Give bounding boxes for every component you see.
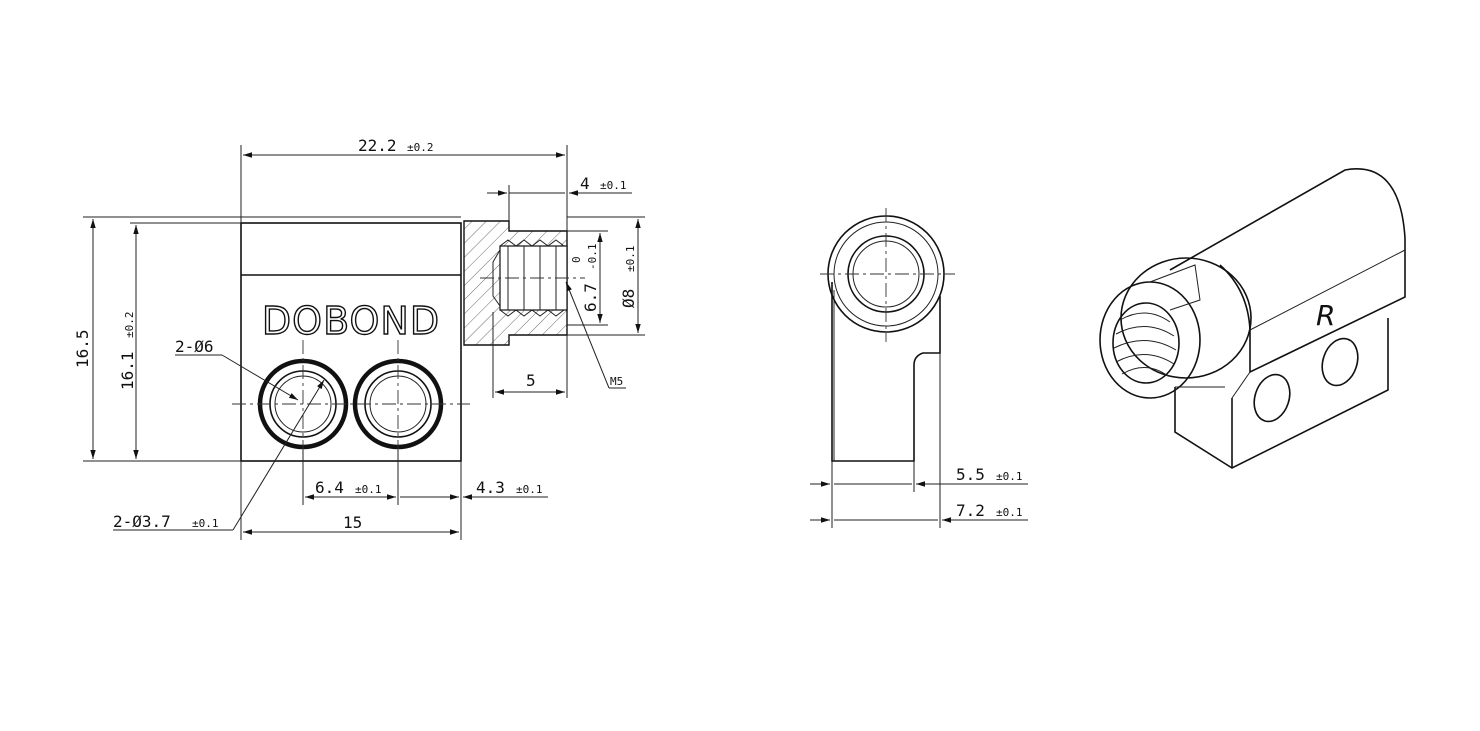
svg-text:±0.2: ±0.2: [407, 141, 434, 154]
iso-nozzle-bore: [1112, 302, 1180, 384]
brand-logo: DOBOND: [262, 299, 440, 343]
svg-text:0: 0: [570, 256, 583, 263]
dim-counterbore: 2-Ø6: [175, 337, 214, 356]
side-mark: R: [1316, 299, 1335, 332]
svg-text:±0.1: ±0.1: [996, 506, 1023, 519]
iso-lower-block: [1174, 318, 1389, 469]
side-dimensions: 5.5 ±0.1 7.2 ±0.1: [810, 353, 1028, 528]
front-dimensions: 22.2 ±0.2 4 ±0.1 5 16.5 16.1 ±0.2 2-Ø6 2…: [73, 136, 645, 540]
iso-thread-lines: [1113, 312, 1177, 377]
dim-boss-length: 4: [580, 174, 590, 193]
iso-upper-body: [1249, 238, 1406, 374]
svg-text:±0.1: ±0.1: [355, 483, 382, 496]
dim-body-width: 15: [343, 513, 362, 532]
iso-nozzle-outer: [1120, 257, 1252, 379]
isometric-view: R: [1099, 168, 1406, 469]
svg-text:-0.1: -0.1: [586, 244, 599, 271]
dim-bore: 2-Ø3.7: [113, 512, 171, 531]
dim-body-height: 16.1: [118, 351, 137, 390]
dim-edge-offset: 4.3: [476, 478, 505, 497]
dim-thickness-outer: 7.2: [956, 501, 985, 520]
side-body-outline: [831, 282, 941, 462]
dim-thickness-inner: 5.5: [956, 465, 985, 484]
dim-inner-dia: 6.7: [581, 283, 600, 312]
iso-wrench-flat: [1149, 264, 1201, 311]
svg-text:±0.1: ±0.1: [624, 246, 637, 273]
front-body: [240, 222, 462, 462]
side-view: [820, 208, 955, 462]
dim-overall-width: 22.2: [358, 136, 397, 155]
svg-text:±0.1: ±0.1: [600, 179, 627, 192]
dim-hole-pitch: 6.4: [315, 478, 344, 497]
side-inner-circle: [847, 235, 925, 313]
dim-thread-depth: 5: [526, 371, 536, 390]
iso-hole-right: [1321, 337, 1359, 387]
dim-total-height: 16.5: [73, 329, 92, 368]
svg-text:±0.1: ±0.1: [192, 517, 219, 530]
front-view: DOBOND: [232, 220, 585, 470]
iso-hole-left: [1253, 373, 1291, 423]
dim-outer-dia: Ø8: [619, 289, 638, 308]
svg-text:±0.2: ±0.2: [123, 312, 136, 339]
svg-text:±0.1: ±0.1: [516, 483, 543, 496]
dim-thread: M5: [610, 375, 623, 388]
svg-text:±0.1: ±0.1: [996, 470, 1023, 483]
